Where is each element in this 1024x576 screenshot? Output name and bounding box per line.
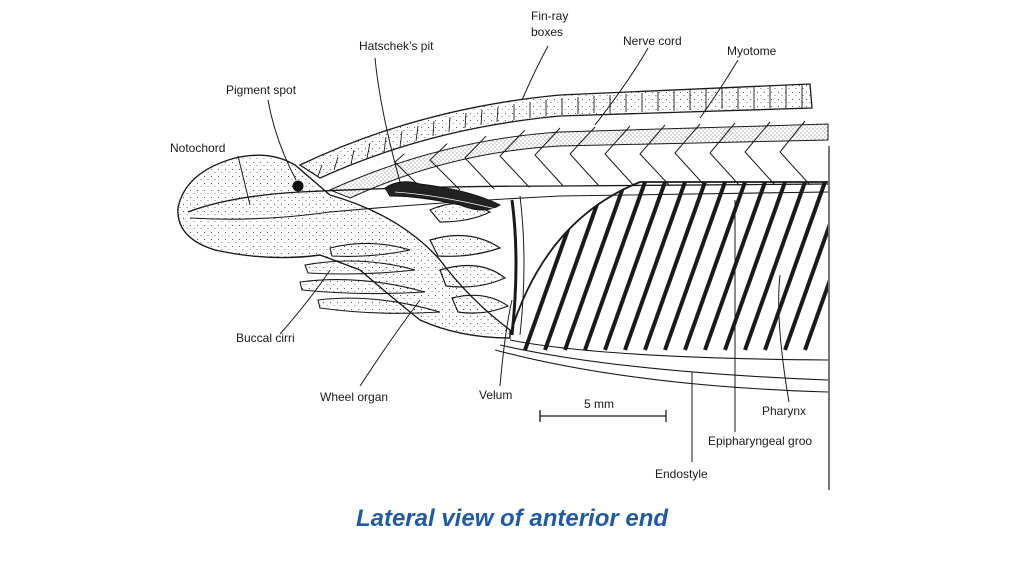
label-fin-ray: Fin-ray xyxy=(531,9,568,23)
label-pharynx: Pharynx xyxy=(762,404,806,418)
fin-ray-boxes xyxy=(317,85,803,177)
label-hatscheks-pit: Hatschek’s pit xyxy=(359,39,434,53)
buccal-cirri xyxy=(299,242,441,314)
velum xyxy=(510,199,518,336)
leader-lines xyxy=(237,45,790,462)
dorsal-fin xyxy=(298,83,813,179)
label-nerve-cord: Nerve cord xyxy=(623,34,682,48)
ventral-lines xyxy=(494,339,829,393)
nerve-cord xyxy=(328,123,829,199)
label-notochord: Notochord xyxy=(170,141,225,155)
label-fin-ray-boxes: boxes xyxy=(531,25,563,39)
pigment-spot xyxy=(292,180,304,192)
notochord xyxy=(187,183,829,213)
label-epipharyngeal-groove: Epipharyngeal groo xyxy=(708,434,812,448)
myotomes xyxy=(394,120,811,193)
scale-bar xyxy=(539,410,667,422)
diagram-caption: Lateral view of anterior end xyxy=(355,505,669,532)
gill-bars xyxy=(523,182,828,351)
wheel-organ xyxy=(429,202,510,314)
label-velum: Velum xyxy=(479,388,512,402)
label-endostyle: Endostyle xyxy=(655,467,708,481)
label-myotome: Myotome xyxy=(727,44,777,58)
label-buccal-cirri: Buccal cirri xyxy=(236,331,295,345)
label-wheel-organ: Wheel organ xyxy=(320,390,388,404)
label-pigment-spot: Pigment spot xyxy=(226,83,297,97)
label-scale-bar: 5 mm xyxy=(584,397,614,411)
